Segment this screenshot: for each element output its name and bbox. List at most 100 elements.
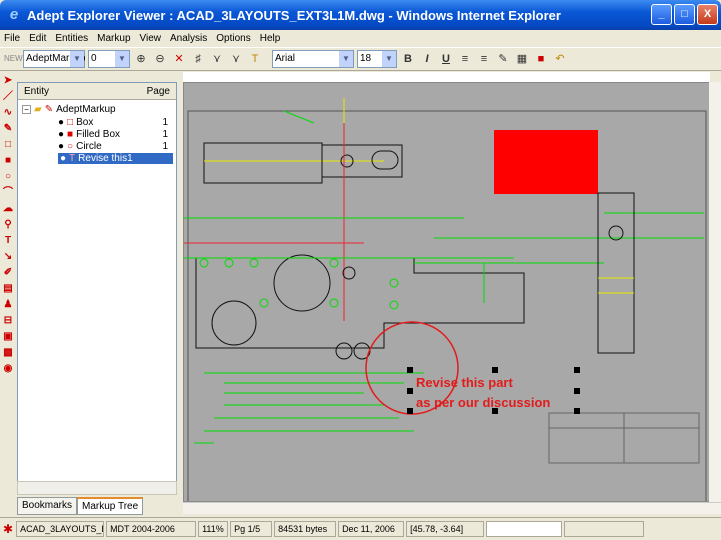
delete-markup-icon[interactable]: ✕ [174, 53, 184, 65]
font-size-select[interactable]: 18▼ [357, 50, 397, 68]
color-icon[interactable]: ■ [537, 53, 545, 65]
status-coords: [45.78, -3.64] [406, 521, 485, 537]
arc-tool-icon[interactable]: ⌒ [3, 187, 13, 198]
status-input[interactable] [486, 521, 563, 537]
chevron-down-icon: ▼ [115, 51, 129, 67]
font-value: Arial [275, 53, 296, 64]
menu-analysis[interactable]: Analysis [170, 33, 208, 44]
chevron-down-icon: ▼ [70, 51, 84, 67]
status-filesize: 84531 bytes [274, 521, 337, 537]
tree-item-revise[interactable]: ● T Revise this1 [58, 153, 173, 164]
menu-options[interactable]: Options [216, 33, 251, 44]
line-weight-select[interactable]: 0▼ [88, 50, 130, 68]
filled-box-icon: ■ [67, 129, 74, 140]
align-center-icon[interactable]: ≡ [480, 53, 488, 65]
text-icon: T [69, 153, 76, 164]
bullet-icon: ● [58, 117, 65, 128]
dimension-tool-icon[interactable]: ⊟ [3, 315, 13, 326]
callout-tool-icon[interactable]: ◉ [3, 363, 13, 374]
status-extra [564, 521, 645, 537]
note-tool-icon[interactable]: ▤ [3, 283, 13, 294]
underline-icon[interactable]: U [442, 53, 450, 65]
bullet-icon: ● [58, 129, 65, 140]
tree-item-box[interactable]: ● □ Box 1 [58, 117, 168, 128]
status-date: Dec 11, 2006 [338, 521, 405, 537]
status-zoom: 111% [198, 521, 229, 537]
text-markup-icon[interactable]: T [251, 53, 259, 65]
status-bar: ✱ ACAD_3LAYOUTS_EXT MDT 2004-2006 111% P… [0, 517, 721, 540]
font-select[interactable]: Arial ▼ [272, 50, 354, 68]
minimize-button[interactable]: _ [651, 4, 672, 25]
markup-text-line1[interactable]: Revise this part [416, 375, 513, 390]
menu-help[interactable]: Help [259, 33, 281, 44]
line-color-icon[interactable]: ✎ [498, 53, 508, 65]
canvas-vertical-scrollbar[interactable] [709, 82, 721, 502]
tree-item-label: Revise this1 [78, 153, 133, 164]
tree-root[interactable]: − ▰ ✎ AdeptMarkup [22, 104, 116, 115]
markup-set-select[interactable]: AdeptMarkup▼ [23, 50, 85, 68]
tab-bookmarks[interactable]: Bookmarks [17, 497, 78, 515]
menu-edit[interactable]: Edit [29, 33, 47, 44]
layer-icon[interactable]: ♯ [195, 53, 201, 65]
folder-icon: ▰ [34, 104, 42, 115]
area-tool-icon[interactable]: ▣ [3, 331, 13, 342]
measure-tool-icon[interactable]: ▩ [3, 347, 13, 358]
ie-logo-icon: e [9, 6, 19, 23]
freehand-tool-icon[interactable]: ✎ [3, 123, 13, 134]
tree-item-circle[interactable]: ● ○ Circle 1 [58, 141, 168, 152]
canvas-horizontal-scrollbar[interactable] [183, 502, 721, 514]
zoom-out-icon[interactable]: ⊖ [155, 53, 165, 65]
filter-icon[interactable]: ⋎ [212, 53, 222, 65]
filled-box-tool-icon[interactable]: ■ [4, 155, 12, 166]
tree-item-page: 1 [162, 129, 168, 140]
line-tool-icon[interactable]: ／ [3, 91, 13, 102]
menu-view[interactable]: View [139, 33, 162, 44]
zoom-in-icon[interactable]: ⊕ [136, 53, 146, 65]
fill-color-icon[interactable]: ▦ [516, 53, 528, 65]
markup-tools: ➤ ／ ∿ ✎ □ ■ ○ ⌒ ☁ ⚲ T ↘ ✐ ▤ ♟ ⊟ ▣ ▩ ◉ [0, 72, 16, 467]
menu-bar: File Edit Entities Markup View Analysis … [0, 30, 721, 47]
undo-icon[interactable]: ↶ [555, 53, 565, 65]
window-title: Adept Explorer Viewer : ACAD_3LAYOUTS_EX… [27, 7, 561, 23]
column-entity[interactable]: Entity [24, 86, 50, 97]
polyline-tool-icon[interactable]: ∿ [3, 107, 13, 118]
close-button[interactable]: X [697, 4, 718, 25]
panel-tabs: Bookmarks Markup Tree [17, 497, 144, 515]
cloud-tool-icon[interactable]: ☁ [3, 203, 13, 214]
maximize-button[interactable]: □ [674, 4, 695, 25]
collapse-icon[interactable]: − [22, 105, 31, 114]
menu-file[interactable]: File [4, 33, 21, 44]
select-arrow-icon[interactable]: ➤ [3, 75, 13, 86]
box-tool-icon[interactable]: □ [4, 139, 12, 150]
status-file: ACAD_3LAYOUTS_EXT [16, 521, 105, 537]
menu-markup[interactable]: Markup [97, 33, 131, 44]
text-tool-icon[interactable]: T [4, 235, 12, 246]
circle-tool-icon[interactable]: ○ [4, 171, 12, 182]
new-markup-button[interactable]: NEW [4, 54, 23, 63]
pin-tool-icon[interactable]: ⚲ [4, 219, 12, 230]
markup-text-line2[interactable]: as per our discussion [416, 395, 551, 410]
drawing-canvas[interactable]: Revise this part as per our discussion [183, 82, 710, 502]
status-page: Pg 1/5 [230, 521, 273, 537]
box-icon: □ [67, 117, 74, 128]
highlight-tool-icon[interactable]: ✐ [3, 267, 13, 278]
italic-icon[interactable]: I [425, 53, 429, 65]
tab-markup-tree[interactable]: Markup Tree [77, 497, 144, 515]
align-left-icon[interactable]: ≡ [461, 53, 469, 65]
bold-icon[interactable]: B [404, 53, 412, 65]
chevron-down-icon: ▼ [339, 51, 353, 67]
pencil-icon: ✎ [44, 104, 54, 115]
tree-item-page: 1 [162, 141, 168, 152]
markup-set-value: AdeptMarkup [26, 53, 86, 64]
select-filter-icon[interactable]: ⋎ [231, 53, 241, 65]
chevron-down-icon: ▼ [382, 51, 396, 67]
cad-drawing [184, 98, 707, 501]
stamp-tool-icon[interactable]: ♟ [3, 299, 13, 310]
panel-horizontal-scrollbar[interactable] [17, 481, 177, 495]
tree-item-label: Circle [76, 141, 102, 152]
menu-entities[interactable]: Entities [55, 33, 89, 44]
leader-tool-icon[interactable]: ↘ [3, 251, 13, 262]
status-version: MDT 2004-2006 [106, 521, 197, 537]
column-page[interactable]: Page [146, 86, 170, 97]
tree-item-filled-box[interactable]: ● ■ Filled Box 1 [58, 129, 168, 140]
